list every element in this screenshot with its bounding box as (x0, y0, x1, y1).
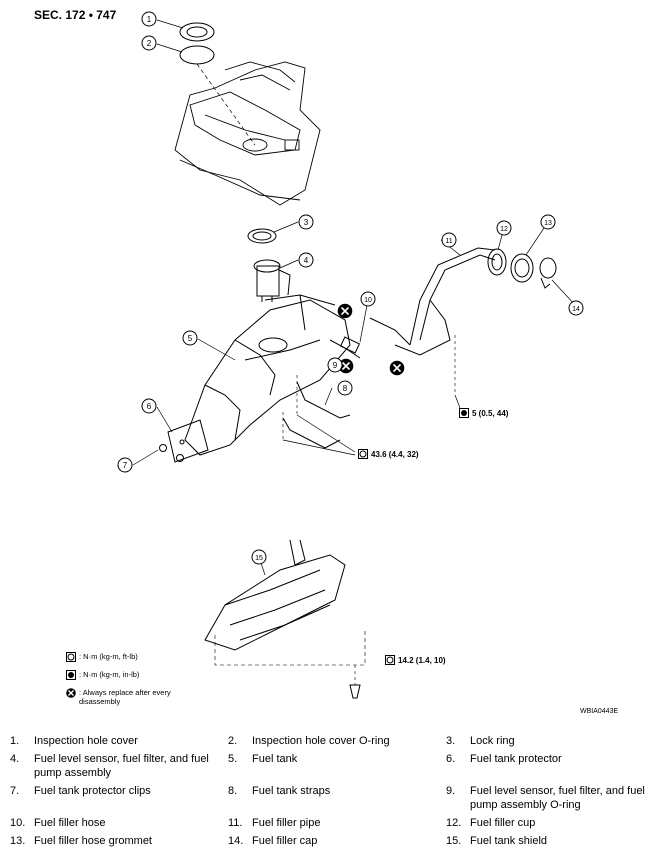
fuel-filler-hose (329, 336, 361, 359)
inspection-hole-cover (179, 22, 215, 42)
legend-replace: : Always replace after every disassembly (66, 688, 176, 706)
callout-4: 4 (304, 256, 309, 265)
torque-label-43: 43.6 (4.4, 32) (358, 449, 419, 459)
fuel-tank-protector (167, 419, 209, 463)
replace-marks (337, 303, 405, 376)
torque-in-lb-icon (459, 408, 469, 418)
fuel-filler-cap (539, 257, 557, 289)
callout-5: 5 (188, 334, 193, 343)
callout-9: 9 (333, 361, 338, 370)
callout-3: 3 (304, 218, 309, 227)
fuel-pump-assembly (253, 259, 291, 302)
lock-ring (247, 228, 277, 244)
section-title: SEC. 172 • 747 (34, 8, 117, 22)
protector-clips (159, 444, 184, 462)
callout-6: 6 (147, 402, 152, 411)
callout-11: 11 (445, 238, 452, 245)
fuel-tank (184, 294, 351, 456)
torque-label-14: 14.2 (1.4, 10) (385, 655, 446, 665)
image-code: WBIA0443E (580, 708, 619, 715)
callout-15: 15 (255, 555, 263, 562)
inspection-hole-cover-o-ring (179, 45, 215, 65)
torque-in-lb-icon (66, 670, 76, 680)
callout-13: 13 (544, 220, 552, 227)
replace-icon (66, 688, 76, 698)
torque-label-5: 5 (0.5, 44) (459, 408, 508, 418)
fuel-filler-pipe (369, 247, 496, 356)
fuel-filler-hose-grommet (510, 253, 534, 283)
callout-circles (117, 11, 584, 565)
callout-1: 1 (147, 15, 152, 24)
torque-ft-lb-icon (358, 449, 368, 459)
torque-ft-lb-icon (385, 655, 395, 665)
callout-10: 10 (364, 297, 372, 304)
fuel-tank-shield (204, 539, 366, 699)
exploded-diagram: 1 2 3 4 5 6 7 8 9 10 11 12 13 14 15 (117, 11, 584, 699)
callout-2: 2 (147, 39, 152, 48)
callout-8: 8 (343, 384, 348, 393)
callout-7: 7 (123, 461, 128, 470)
body-floor-panel (174, 61, 321, 206)
fuel-tank-straps (282, 375, 351, 449)
torque-ft-lb-icon (66, 652, 76, 662)
fuel-filler-cup (487, 248, 507, 276)
legend-in-lb: : N·m (kg-m, in-lb) (66, 670, 139, 680)
callout-14: 14 (572, 306, 580, 313)
legend-ft-lb: : N·m (kg-m, ft-lb) (66, 652, 138, 662)
callout-12: 12 (500, 226, 508, 233)
